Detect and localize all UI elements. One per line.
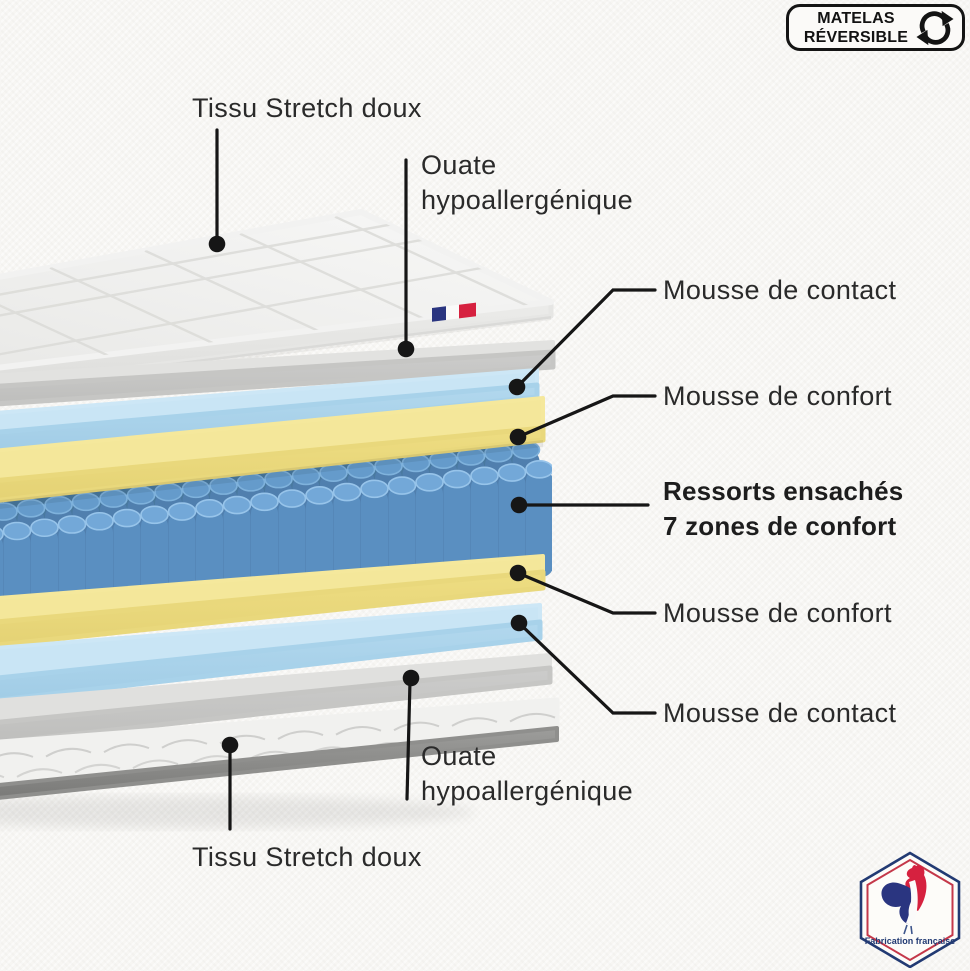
label-mousse-contact-bottom: Mousse de contact: [663, 698, 897, 728]
layer-mousse-confort-bottom: [0, 554, 546, 648]
hexagon-inner-border: [866, 858, 954, 962]
reversible-badge-line2: RÉVERSIBLE: [803, 28, 909, 46]
leader-ouate-bottom: [405, 679, 412, 801]
reversible-badge: MATELAS RÉVERSIBLE: [786, 4, 965, 51]
leader-contact-top: [515, 288, 657, 389]
ground-shadow: [0, 796, 475, 828]
layer-mousse-contact-bottom: [0, 603, 543, 703]
french-flag-tag: [432, 302, 476, 322]
reversible-badge-line1: MATELAS: [817, 9, 895, 27]
label-ressorts: Ressorts ensachés 7 zones de confort: [663, 474, 903, 544]
leader-contact-bottom: [517, 621, 657, 715]
made-in-france-text: Fabrication française: [865, 936, 956, 946]
label-ressorts-line1: Ressorts ensachés: [663, 476, 904, 506]
leader-confort-bottom: [516, 571, 657, 615]
leader-confort-top: [516, 394, 657, 439]
made-in-france-badge: Fabrication française: [859, 851, 961, 968]
layer-mousse-confort-top: [0, 396, 546, 509]
flip-arrows-icon: [916, 10, 954, 45]
reversible-badge-text: MATELAS RÉVERSIBLE: [797, 9, 915, 47]
label-tissu-stretch-bottom: Tissu Stretch doux: [192, 842, 422, 872]
label-mousse-confort-bottom: Mousse de confort: [663, 598, 892, 628]
label-ouate-top-line1: Ouate: [421, 150, 497, 180]
french-rooster-icon: [881, 864, 927, 935]
label-ouate-bottom-line1: Ouate: [421, 741, 497, 771]
layer-bottom-cover-tissu: [0, 697, 560, 800]
leader-dots: [208, 235, 528, 754]
label-ouate-bottom: Ouate hypoallergénique: [421, 739, 633, 809]
label-mousse-contact-top: Mousse de contact: [663, 275, 897, 305]
label-ouate-top-line2: hypoallergénique: [421, 185, 634, 215]
leader-lines: [215, 128, 657, 831]
label-ouate-top: Ouate hypoallergénique: [421, 148, 633, 218]
label-mousse-confort-top: Mousse de confort: [663, 381, 892, 411]
label-ouate-bottom-line2: hypoallergénique: [421, 776, 634, 806]
label-ressorts-line2: 7 zones de confort: [663, 511, 897, 541]
label-tissu-stretch-top: Tissu Stretch doux: [192, 93, 422, 123]
